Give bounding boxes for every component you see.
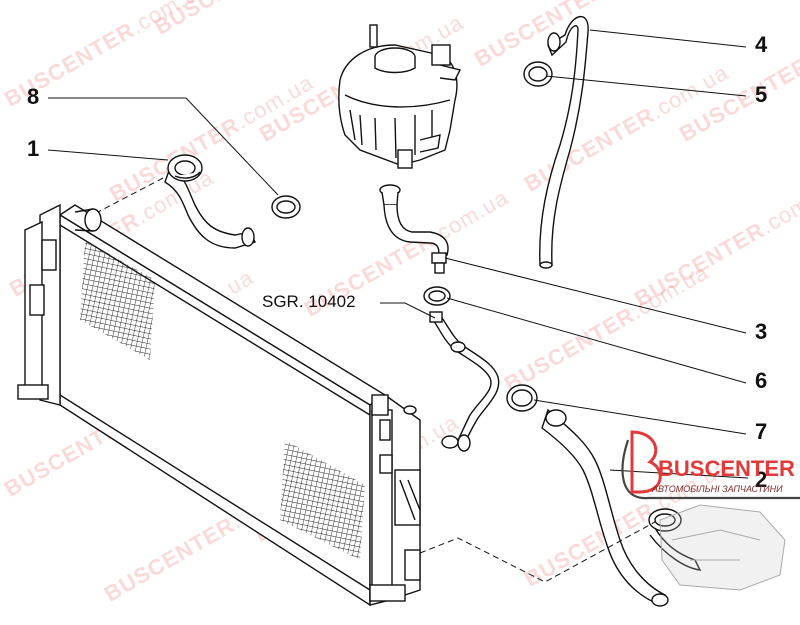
logo-subtitle: АВТОМОБІЛЬНІ ЗАПЧАСТИНИ <box>652 484 783 494</box>
callout-5: 5 <box>755 82 768 107</box>
hose-1 <box>164 154 256 249</box>
callout-7: 7 <box>755 419 768 444</box>
callout-2: 2 <box>755 467 768 492</box>
reference-label: SGR. 10402 <box>262 292 356 311</box>
radiator <box>17 203 421 607</box>
hose-4 <box>539 15 589 269</box>
clamp-6 <box>423 286 451 306</box>
callout-8: 8 <box>27 84 40 109</box>
hose-3 <box>379 184 449 274</box>
bleed-pipe <box>429 311 500 452</box>
logo-title: BUSCENTER <box>658 456 795 481</box>
leader-lines <box>47 29 749 479</box>
callout-1: 1 <box>27 136 40 161</box>
clamp-8 <box>271 195 301 219</box>
clamp-5 <box>523 61 553 87</box>
callout-4: 4 <box>755 32 768 57</box>
expansion-tank <box>338 24 462 169</box>
callout-3: 3 <box>755 319 768 344</box>
clamp-7 <box>506 384 538 412</box>
buscenter-logo <box>621 430 800 591</box>
callout-6: 6 <box>755 368 768 393</box>
connection-lines <box>97 177 656 583</box>
